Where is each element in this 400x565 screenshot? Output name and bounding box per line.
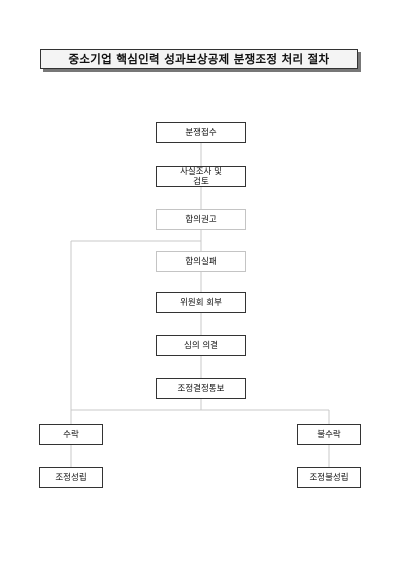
step-recommend: 합의권고 — [156, 209, 246, 230]
step-fail: 합의실패 — [156, 251, 246, 272]
step-committee: 위원회 회부 — [156, 292, 246, 313]
step-reject: 불수락 — [297, 424, 361, 445]
step-notice: 조정결정통보 — [156, 378, 246, 399]
page-title: 중소기업 핵심인력 성과보상공제 분쟁조정 처리 절차 — [40, 49, 358, 69]
step-success: 조정성립 — [39, 467, 103, 488]
step-accept: 수락 — [39, 424, 103, 445]
step-failure: 조정불성립 — [297, 467, 361, 488]
step-receipt: 분쟁접수 — [156, 122, 246, 143]
step-review: 사실조사 및 검토 — [156, 166, 246, 187]
step-deliberation: 심의 의결 — [156, 335, 246, 356]
